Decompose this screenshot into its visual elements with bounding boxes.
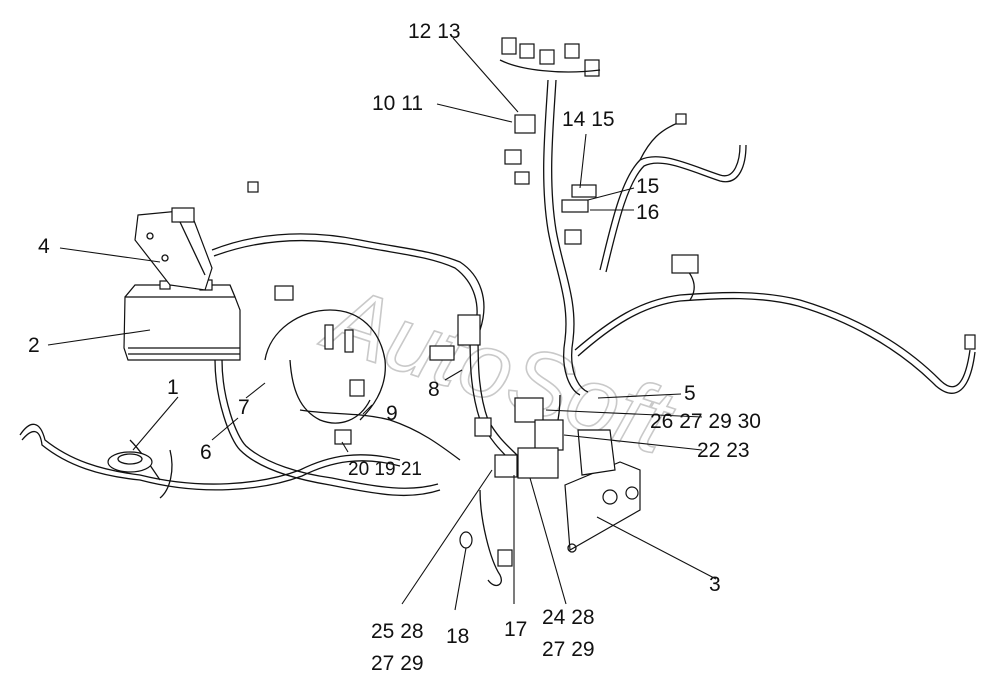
relay-block <box>494 397 564 479</box>
relay-bracket <box>134 207 213 291</box>
callout-2: 2 <box>28 334 40 357</box>
callout-1: 1 <box>167 376 179 399</box>
watermark: AutoSoft <box>311 266 686 475</box>
callout-16: 16 <box>636 201 659 224</box>
callout-5: 5 <box>684 382 696 405</box>
callout-24-28: 24 28 <box>542 606 595 629</box>
connector-far-right <box>671 113 976 350</box>
callout-15: 15 <box>636 175 659 198</box>
callout-labels: 1 2 3 4 5 6 7 8 9 10 11 12 13 14 15 15 1… <box>28 20 761 675</box>
connectors-misc <box>247 181 513 567</box>
connector-cluster-top <box>499 37 601 77</box>
callout-9: 9 <box>386 402 398 425</box>
callout-27-29-right: 27 29 <box>542 638 595 661</box>
leader-lines <box>47 37 717 611</box>
callout-25-28: 25 28 <box>371 620 424 643</box>
callout-14-15: 14 15 <box>562 108 615 131</box>
battery <box>123 279 241 361</box>
callout-8: 8 <box>428 378 440 401</box>
connector-group-10-11 <box>504 114 536 185</box>
fuse-block <box>561 184 597 245</box>
callout-26-27-29-30: 26 27 29 30 <box>650 410 761 433</box>
callout-18: 18 <box>446 625 469 648</box>
callout-27-29-left: 27 29 <box>371 652 424 675</box>
switch-bracket <box>564 429 641 553</box>
callout-10-11: 10 11 <box>372 92 423 115</box>
horn <box>107 451 153 473</box>
callout-22-23: 22 23 <box>697 439 750 462</box>
callout-7: 7 <box>238 396 250 419</box>
callout-4: 4 <box>38 235 50 258</box>
callout-3: 3 <box>709 573 721 596</box>
callout-12-13: 12 13 <box>408 20 461 43</box>
callout-17: 17 <box>504 618 527 641</box>
callout-6: 6 <box>200 441 212 464</box>
callout-20-19-21: 20 19 21 <box>348 459 422 480</box>
